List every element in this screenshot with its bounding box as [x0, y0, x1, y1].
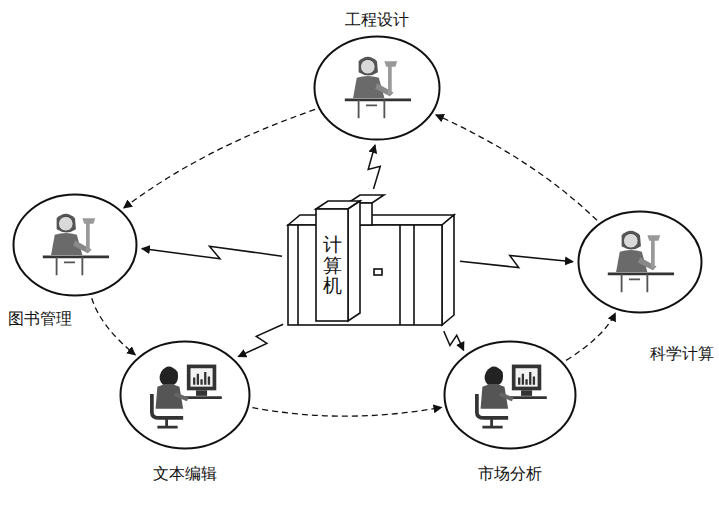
ellipse-outline	[313, 35, 441, 141]
node-label: 工程设计	[345, 10, 409, 29]
flow-dashed-arrow	[124, 109, 315, 208]
signal-bolt	[142, 246, 282, 259]
ellipse-outline	[12, 193, 138, 297]
application-ellipse: 市场分析	[443, 340, 577, 450]
signal-bolt	[368, 145, 380, 189]
application-ellipse: 文本编辑	[119, 340, 251, 450]
signal-bolt	[460, 256, 573, 268]
vertical-label: 计算机	[323, 234, 342, 297]
computer-cabinet: 计算机	[288, 195, 454, 327]
application-ellipse: 图书管理	[12, 193, 138, 297]
node-label: 科学计算	[650, 344, 714, 363]
flow-dashed-arrow	[92, 298, 136, 355]
signal-bolt	[444, 331, 464, 350]
node-label: 文本编辑	[153, 464, 217, 483]
application-ellipse: 科学计算	[577, 210, 703, 314]
flow-dashed-arrow	[252, 407, 441, 416]
flow-dashed-arrow	[566, 313, 615, 360]
person-figure	[345, 57, 411, 119]
flow-dashed-arrow	[436, 115, 597, 221]
cabinet-drawing	[288, 195, 454, 327]
person-figure	[608, 231, 674, 293]
application-ellipse: 工程设计	[313, 35, 441, 141]
signal-bolt	[238, 324, 283, 356]
node-label: 图书管理	[8, 309, 72, 328]
person-figure	[152, 365, 222, 428]
node-label: 市场分析	[478, 464, 542, 483]
person-figure	[477, 365, 547, 428]
ellipse-outline	[119, 340, 251, 450]
ellipse-outline	[443, 340, 577, 450]
person-figure	[43, 214, 109, 276]
ellipse-outline	[577, 210, 703, 314]
